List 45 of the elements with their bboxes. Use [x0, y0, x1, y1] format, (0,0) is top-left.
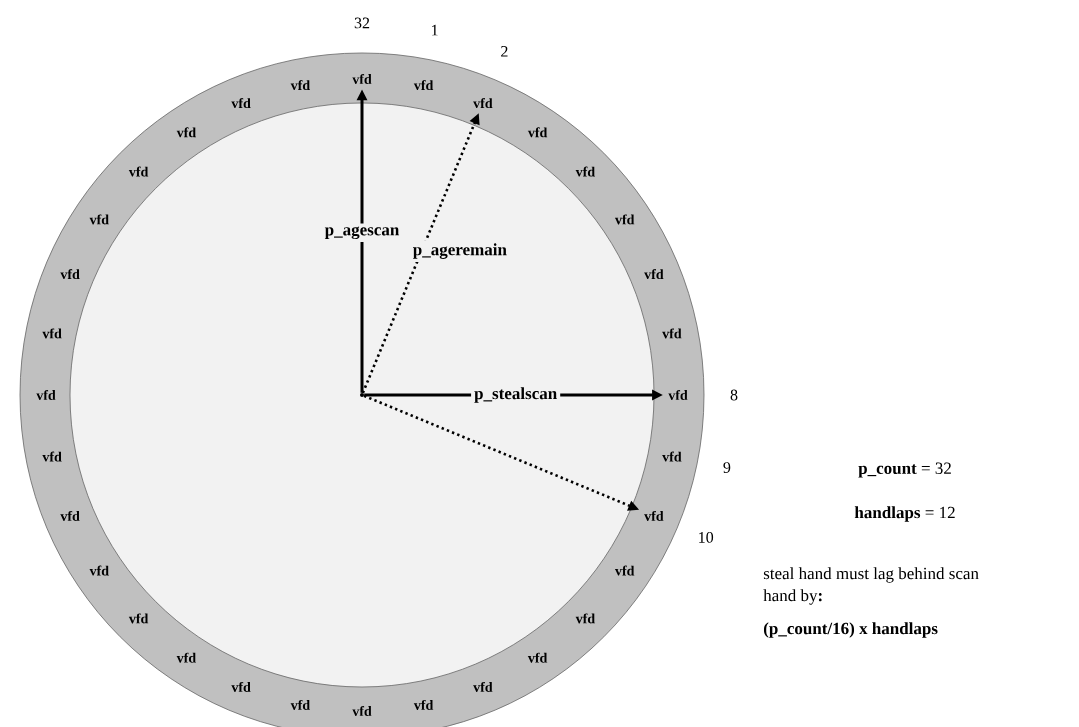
slot-label: vfd — [231, 98, 251, 109]
slot-label: vfd — [668, 390, 688, 400]
slot-label: vfd — [36, 390, 56, 400]
slot-label: vfd — [352, 74, 372, 84]
note-text: (p_count/16) x handlaps — [763, 622, 938, 638]
slot-number: 9 — [723, 462, 731, 473]
slot-label: vfd — [42, 451, 62, 462]
slot-label: vfd — [128, 613, 149, 624]
slot-label: vfd — [176, 127, 196, 138]
slot-label: vfd — [60, 269, 80, 280]
slot-number: 8 — [730, 389, 738, 401]
slot-label: vfd — [60, 510, 80, 521]
slot-label: vfd — [644, 269, 664, 280]
note-text: steal hand must lag behind scan hand by: — [763, 567, 979, 605]
slot-label: vfd — [231, 681, 251, 692]
slot-number: 32 — [354, 17, 370, 29]
slot-label: vfd — [128, 166, 149, 177]
slot-label: vfd — [662, 328, 682, 339]
slot-label: vfd — [527, 127, 548, 138]
slot-label: vfd — [527, 652, 548, 663]
slot-label: vfd — [644, 510, 664, 521]
note-text: handlaps = 12 — [854, 506, 955, 522]
slot-label: vfd — [290, 80, 310, 91]
slot-label: vfd — [352, 706, 372, 716]
slot-label: vfd — [575, 166, 595, 177]
slot-label: vfd — [662, 451, 682, 462]
slot-label: vfd — [42, 328, 62, 339]
slot-label: vfd — [176, 652, 196, 663]
slot-label: vfd — [473, 98, 493, 109]
slot-number: 1 — [432, 24, 438, 36]
slot-label: vfd — [89, 214, 109, 225]
slot-number: 2 — [501, 46, 508, 57]
slot-label: vfd — [89, 565, 109, 576]
edge-label: p_ageremain — [409, 240, 510, 262]
slot-label: vfd — [413, 699, 434, 710]
note-text: p_count = 32 — [858, 462, 951, 478]
edge-label: p_stealscan — [471, 384, 561, 406]
slot-number: 10 — [699, 532, 714, 543]
slot-label: vfd — [413, 80, 434, 91]
slot-label: vfd — [473, 681, 493, 692]
hub-point — [360, 393, 364, 397]
slot-label: vfd — [575, 613, 595, 624]
slot-label: vfd — [290, 699, 310, 710]
slot-label: vfd — [615, 214, 635, 225]
slot-label: vfd — [615, 565, 635, 576]
